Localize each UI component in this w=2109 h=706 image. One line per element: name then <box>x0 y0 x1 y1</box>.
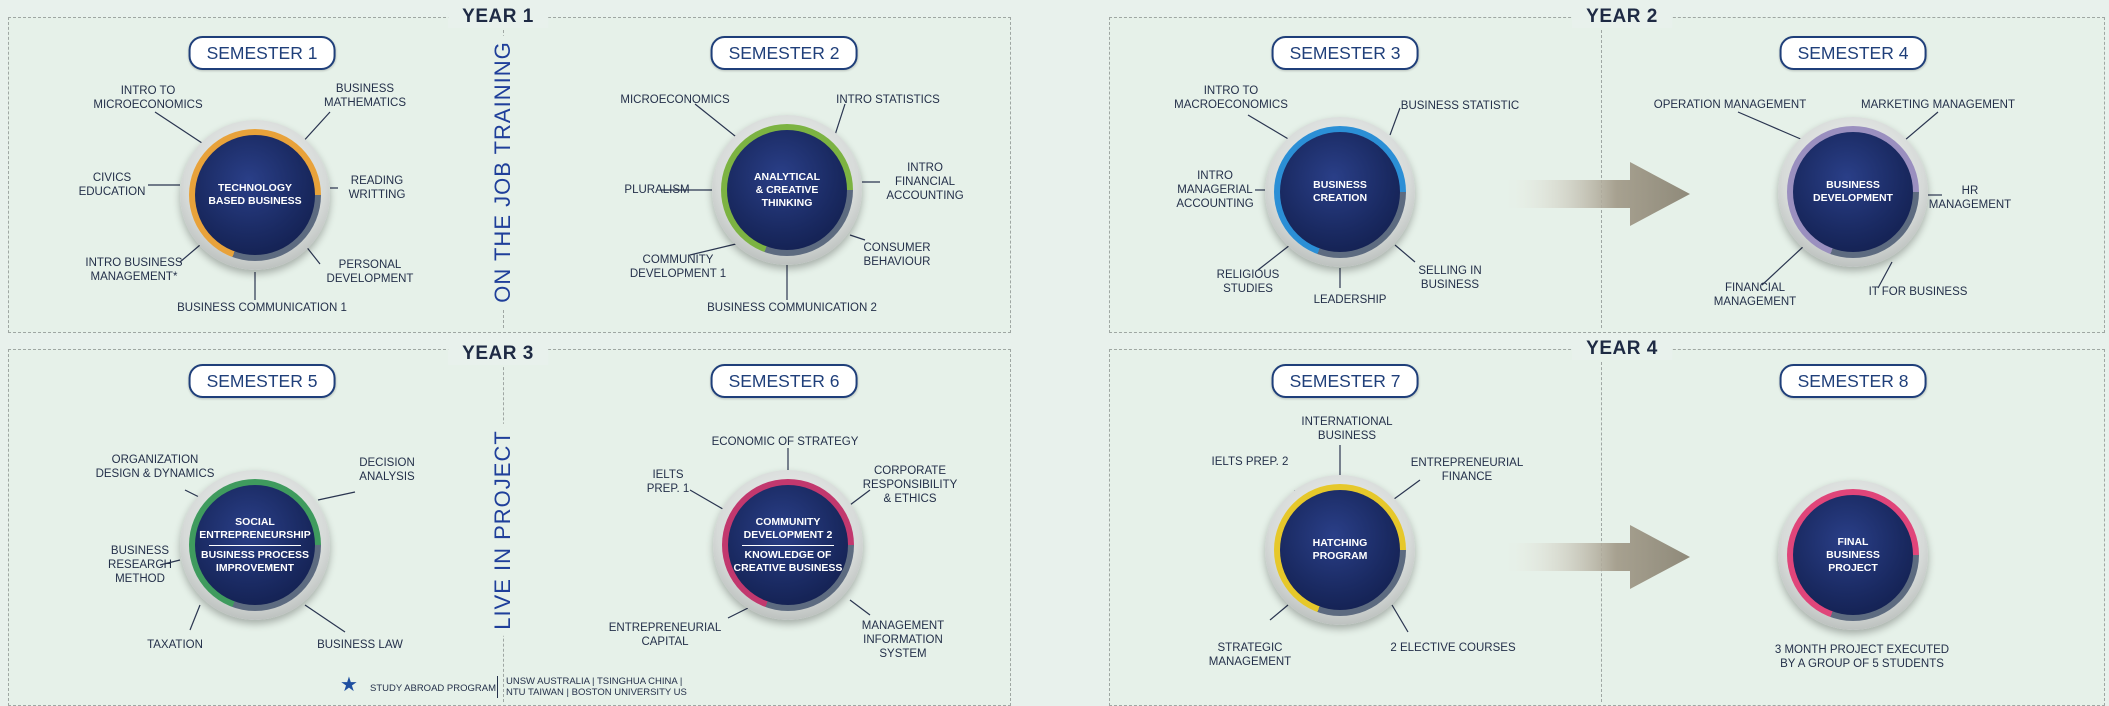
hub-title: KNOWLEDGE OF CREATIVE BUSINESS <box>733 548 843 574</box>
course-label: TAXATION <box>147 639 203 651</box>
course-label: INTRO TO MACROECONOMICS <box>1174 85 1288 111</box>
course-label: 3 MONTH PROJECT EXECUTED BY A GROUP OF 5… <box>1774 644 1950 670</box>
course-label: MANAGEMENT INFORMATION SYSTEM <box>861 620 945 660</box>
hub-core: FINAL BUSINESS PROJECT <box>1793 495 1913 615</box>
course-label: BUSINESS COMMUNICATION 1 <box>177 302 347 314</box>
hub-title: FINAL BUSINESS PROJECT <box>1826 535 1880 574</box>
course-label: INTERNATIONAL BUSINESS <box>1301 416 1393 442</box>
course-label: INTRO STATISTICS <box>836 94 940 106</box>
hub-core: TECHNOLOGY BASED BUSINESS <box>195 135 315 255</box>
hub-core: BUSINESS DEVELOPMENT <box>1793 132 1913 252</box>
course-label: ECONOMIC OF STRATEGY <box>711 436 859 448</box>
course-label: COMMUNITY DEVELOPMENT 1 <box>629 254 727 280</box>
semester-8-pill: SEMESTER 8 <box>1779 364 1927 398</box>
year-heading: YEAR 4 <box>1572 338 1672 360</box>
star-icon: ★ <box>340 674 358 696</box>
hub-core: BUSINESS CREATION <box>1280 132 1400 252</box>
year-heading: YEAR 3 <box>448 343 548 365</box>
year4-divider <box>1601 352 1602 702</box>
semester-3-pill: SEMESTER 3 <box>1271 36 1419 70</box>
course-label: 2 ELECTIVE COURSES <box>1390 642 1516 654</box>
course-label: ENTREPRENEURIAL FINANCE <box>1410 457 1524 483</box>
hub-core: COMMUNITY DEVELOPMENT 2 KNOWLEDGE OF CREA… <box>728 485 848 605</box>
course-label: DECISION ANALYSIS <box>359 457 415 483</box>
course-label: BUSINESS STATISTIC <box>1400 100 1520 112</box>
course-label: BUSINESS MATHEMATICS <box>324 83 406 109</box>
course-label: READING WRITTING <box>348 175 406 201</box>
semester-3-hub: BUSINESS CREATION <box>1265 117 1415 267</box>
arrow-icon <box>1505 162 1690 226</box>
semester-6-pill: SEMESTER 6 <box>710 364 858 398</box>
semester-2-pill: SEMESTER 2 <box>710 36 858 70</box>
semester-7-pill: SEMESTER 7 <box>1271 364 1419 398</box>
semester-5-hub: SOCIAL ENTREPRENEURSHIP BUSINESS PROCESS … <box>180 470 330 620</box>
divider <box>742 544 834 546</box>
partner-list: UNSW AUSTRALIA | TSINGHUA CHINA | NTU TA… <box>497 676 687 698</box>
course-label: PERSONAL DEVELOPMENT <box>326 259 414 285</box>
semester-4-pill: SEMESTER 4 <box>1779 36 1927 70</box>
semester-1-hub: TECHNOLOGY BASED BUSINESS <box>180 120 330 270</box>
course-label: ENTREPRENEURIAL CAPITAL <box>608 622 722 648</box>
semester-4-hub: BUSINESS DEVELOPMENT <box>1778 117 1928 267</box>
course-label: MARKETING MANAGEMENT <box>1861 99 2015 111</box>
course-label: BUSINESS COMMUNICATION 2 <box>707 302 877 314</box>
hub-title: BUSINESS DEVELOPMENT <box>1813 179 1893 204</box>
course-label: PLURALISM <box>624 184 690 196</box>
hub-title: BUSINESS PROCESS IMPROVEMENT <box>201 548 309 574</box>
course-label: MICROECONOMICS <box>620 94 730 106</box>
hub-title: COMMUNITY DEVELOPMENT 2 <box>743 515 833 541</box>
course-label: BUSINESS LAW <box>317 639 403 651</box>
course-label: IELTS PREP. 1 <box>646 469 690 495</box>
course-label: INTRO MANAGERIAL ACCOUNTING <box>1176 170 1254 210</box>
study-abroad-label: STUDY ABROAD PROGRAM <box>370 683 496 694</box>
course-label: CIVICS EDUCATION <box>78 172 146 198</box>
hub-title: SOCIAL ENTREPRENEURSHIP <box>199 515 311 541</box>
semester-8-hub: FINAL BUSINESS PROJECT <box>1778 480 1928 630</box>
hub-title: BUSINESS CREATION <box>1312 179 1368 204</box>
hub-core: SOCIAL ENTREPRENEURSHIP BUSINESS PROCESS … <box>195 485 315 605</box>
arrow-icon <box>1505 525 1690 589</box>
course-label: INTRO BUSINESS MANAGEMENT* <box>85 257 183 283</box>
hub-core: ANALYTICAL & CREATIVE THINKING <box>727 130 847 250</box>
course-label: INTRO TO MICROECONOMICS <box>93 85 203 111</box>
course-label: STRATEGIC MANAGEMENT <box>1208 642 1292 668</box>
semester-2-hub: ANALYTICAL & CREATIVE THINKING <box>712 115 862 265</box>
course-label: OPERATION MANAGEMENT <box>1653 99 1807 111</box>
year-heading: YEAR 1 <box>448 6 548 28</box>
course-label: CONSUMER BEHAVIOUR <box>863 242 931 268</box>
course-label: BUSINESS RESEARCH METHOD <box>108 545 172 585</box>
divider <box>209 544 301 546</box>
course-label: LEADERSHIP <box>1313 294 1387 306</box>
course-label: HR MANAGEMENT <box>1928 185 2012 211</box>
course-label: ORGANIZATION DESIGN & DYNAMICS <box>95 454 215 480</box>
course-label: INTRO FINANCIAL ACCOUNTING <box>886 162 964 202</box>
course-label: IELTS PREP. 2 <box>1211 456 1289 468</box>
course-label: SELLING IN BUSINESS <box>1418 265 1482 291</box>
hub-title: HATCHING PROGRAM <box>1312 537 1368 562</box>
semester-1-pill: SEMESTER 1 <box>188 36 336 70</box>
hub-title: TECHNOLOGY BASED BUSINESS <box>208 182 302 207</box>
course-label: CORPORATE RESPONSIBILITY & ETHICS <box>862 465 958 505</box>
course-label: FINANCIAL MANAGEMENT <box>1713 282 1797 308</box>
semester-6-hub: COMMUNITY DEVELOPMENT 2 KNOWLEDGE OF CREA… <box>713 470 863 620</box>
course-label: IT FOR BUSINESS <box>1868 286 1968 298</box>
semester-5-pill: SEMESTER 5 <box>188 364 336 398</box>
hub-title: ANALYTICAL & CREATIVE THINKING <box>753 170 821 209</box>
year-heading: YEAR 2 <box>1572 6 1672 28</box>
year2-divider <box>1601 20 1602 328</box>
hub-core: HATCHING PROGRAM <box>1280 490 1400 610</box>
course-label: RELIGIOUS STUDIES <box>1216 269 1280 295</box>
semester-7-hub: HATCHING PROGRAM <box>1265 475 1415 625</box>
